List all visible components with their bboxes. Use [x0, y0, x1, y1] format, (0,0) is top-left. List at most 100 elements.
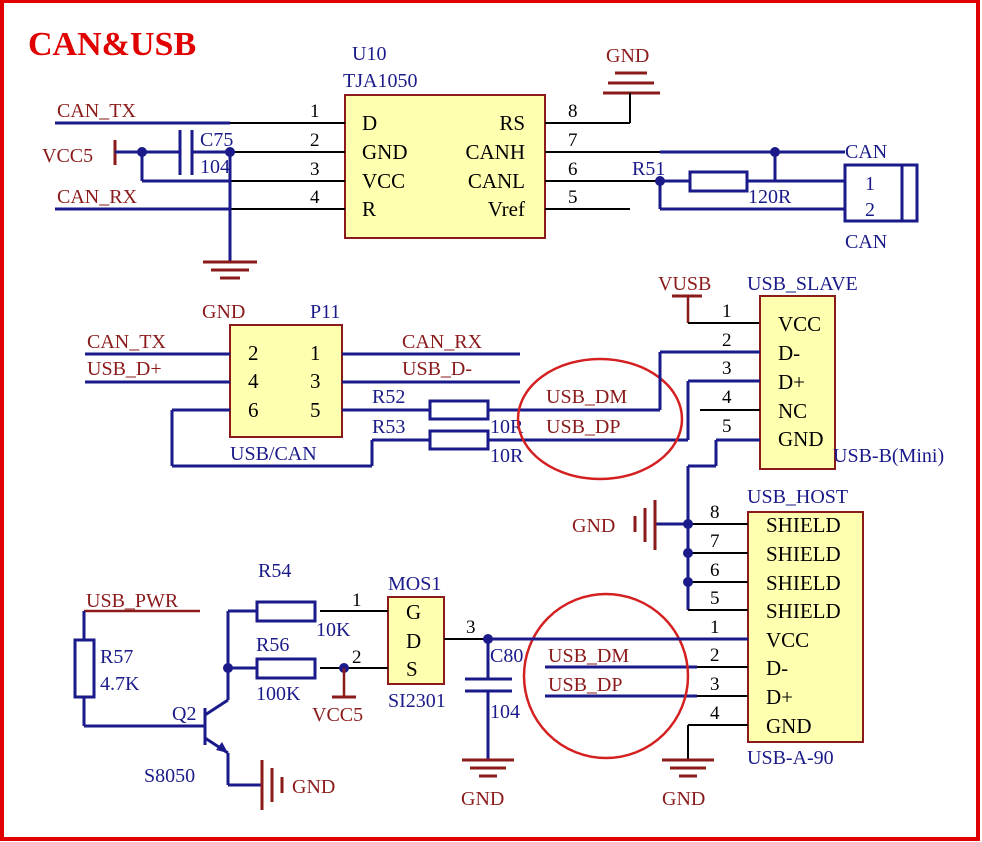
p11-pin: 1	[310, 341, 321, 365]
q2-ref: Q2	[172, 703, 196, 725]
p11-pin: 6	[248, 398, 259, 422]
u10-pin-num: 2	[310, 130, 320, 151]
net-usb-dp: USB_DP	[548, 674, 622, 696]
p11-pin: 5	[310, 398, 321, 422]
u10-pin-num: 8	[568, 101, 578, 122]
usb-host-pin-num: 1	[710, 617, 720, 638]
gnd-symbol	[633, 500, 657, 550]
net-can-tx: CAN_TX	[87, 331, 166, 353]
r54-ref: R54	[258, 560, 291, 582]
u10-pin-name: CANH	[465, 140, 525, 164]
u10-pin-name: D	[362, 111, 377, 135]
p11-pin: 2	[248, 341, 259, 365]
u10-pin-name: RS	[499, 111, 525, 135]
mos1-pin-num: 2	[352, 647, 362, 668]
usb-slave-body	[759, 295, 836, 470]
p11-pin: 4	[248, 369, 259, 393]
net-can-rx: CAN_RX	[57, 186, 138, 208]
usb-slave-part: USB-B(Mini)	[833, 445, 944, 467]
gnd-symbol	[462, 758, 514, 778]
usb-slave-ref: USB_SLAVE	[747, 273, 858, 295]
usb-host-pin-name: SHIELD	[766, 513, 841, 537]
u10-part: TJA1050	[343, 70, 417, 92]
q2-part: S8050	[144, 765, 195, 787]
highlight-ring	[516, 357, 684, 481]
u10-pin-name: CANL	[468, 169, 525, 193]
usb-host-pin-num: 7	[710, 531, 720, 552]
u10-pin-num: 3	[310, 159, 320, 180]
can-pin-num: 1	[865, 173, 875, 195]
highlight-ring	[522, 592, 690, 760]
usb-slave-pin-name: D-	[778, 341, 800, 365]
gnd-symbol	[662, 758, 714, 778]
usb-host-pin-num: 4	[710, 703, 720, 724]
r53-body	[428, 429, 490, 451]
usb-host-pin-name: D+	[766, 685, 793, 709]
c75-value: 104	[200, 156, 230, 178]
usb-host-pin-num: 6	[710, 560, 720, 581]
schematic-title: CAN&USB	[28, 26, 196, 63]
u10-pin-num: 6	[568, 159, 578, 180]
u10-pin-num: 1	[310, 101, 320, 122]
can-connector: 1 2	[843, 163, 919, 223]
usb-host-pin-name: D-	[766, 656, 788, 680]
usb-slave-pin-num: 1	[722, 301, 732, 322]
u10-transceiver: U10 TJA1050 1 2 3 4 D GND VCC R 8 7 6 5 …	[230, 43, 660, 239]
usb-slave-pin-num: 3	[722, 358, 732, 379]
r52-ref: R52	[372, 386, 405, 408]
usb-host-pin-num: 3	[710, 674, 720, 695]
usb-host-pins	[688, 523, 748, 726]
mos1-body	[387, 596, 445, 685]
r56-body	[255, 657, 317, 680]
usb-host-pin-num: 8	[710, 502, 720, 523]
can-pin-num: 2	[865, 199, 875, 221]
gnd-symbol	[203, 260, 257, 280]
net-can-rx: CAN_RX	[402, 331, 483, 353]
usb-host-pin-name: GND	[766, 714, 812, 738]
c80-value: 104	[490, 701, 520, 723]
power-gnd: GND	[662, 788, 705, 810]
u10-pin-num: 5	[568, 187, 578, 208]
u10-pin-name: R	[362, 197, 376, 221]
r56-ref: R56	[256, 634, 289, 656]
net-usb-dminus: USB_D-	[402, 358, 472, 380]
gnd-symbol	[260, 760, 284, 810]
r53-value: 10R	[490, 445, 524, 467]
can-connector-name: CAN	[845, 231, 887, 253]
r51-value: 120R	[748, 186, 792, 208]
p11-ref: P11	[310, 301, 340, 323]
r53-ref: R53	[372, 416, 405, 438]
c80-ref: C80	[490, 645, 523, 667]
power-vusb: VUSB	[658, 273, 711, 295]
u10-pin-num: 4	[310, 187, 320, 208]
usb-host-pin-name: SHIELD	[766, 571, 841, 595]
p11-pin: 3	[310, 369, 321, 393]
net-usb-dplus: USB_D+	[87, 358, 162, 380]
usb-slave-pin-num: 4	[722, 387, 732, 408]
r56-value: 100K	[256, 683, 301, 705]
power-gnd: GND	[606, 45, 649, 67]
net-usb-dm: USB_DM	[548, 645, 629, 667]
usb-slave-pin-num: 5	[722, 416, 732, 437]
u10-ref: U10	[352, 43, 386, 65]
r54-body	[255, 600, 317, 623]
r52-body	[428, 399, 490, 421]
power-gnd: GND	[461, 788, 504, 810]
gnd-symbol	[603, 71, 660, 95]
u10-pin-name: Vref	[488, 197, 525, 221]
mos1-pin: D	[406, 629, 421, 653]
u10-pin-name: GND	[362, 140, 408, 164]
usb-slave-pin-name: VCC	[778, 312, 821, 336]
usb-slave-pin-name: GND	[778, 427, 824, 451]
usb-host-pin-name: SHIELD	[766, 599, 841, 623]
p11-name: USB/CAN	[230, 443, 317, 465]
power-gnd: GND	[292, 776, 335, 798]
usb-slave-pin-name: D+	[778, 370, 805, 394]
p11-body	[229, 324, 343, 438]
mos1-pin-num: 3	[466, 617, 476, 638]
net-usb-dm: USB_DM	[546, 386, 627, 408]
mos1-pin: S	[406, 657, 418, 681]
r57-body	[73, 638, 96, 699]
